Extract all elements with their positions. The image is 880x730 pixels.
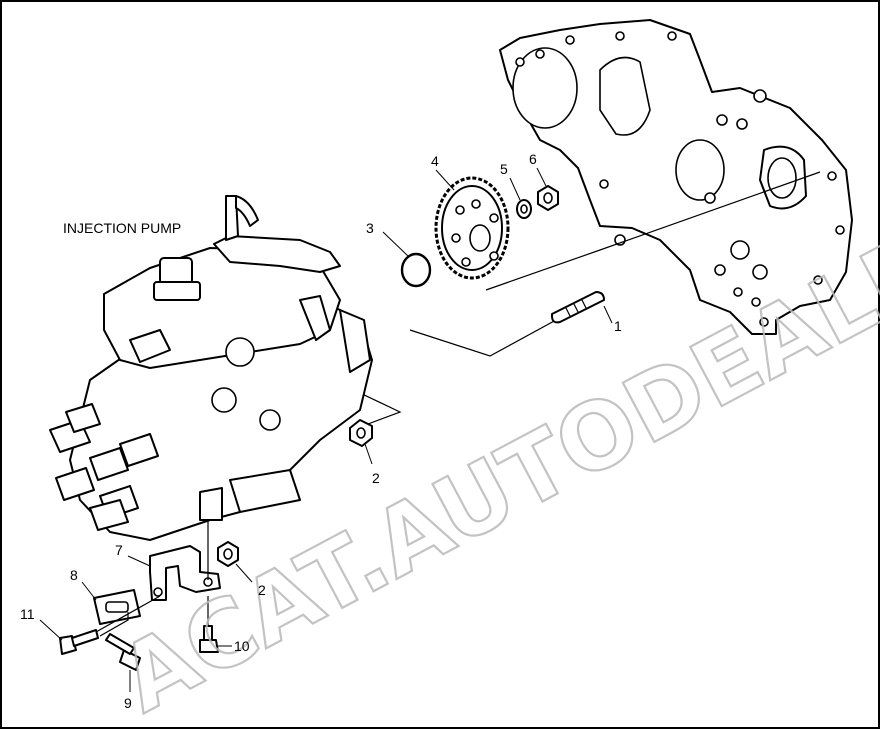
bolt-part-9	[105, 633, 141, 671]
callout-4: 4	[431, 153, 439, 169]
callout-9: 9	[124, 695, 132, 711]
bolt-part-11	[59, 629, 99, 655]
callouts: 1 2 2 3 4 5 6 7 8 9 10 11	[20, 151, 622, 711]
assembly-axis-line	[485, 171, 821, 291]
callout-8: 8	[70, 567, 78, 583]
callout-5: 5	[500, 161, 508, 177]
delivery-valve-fittings	[49, 403, 159, 531]
drive-gear-part-4	[434, 176, 510, 280]
callout-1: 1	[614, 318, 622, 334]
callout-7: 7	[115, 542, 123, 558]
callout-2-lower: 2	[258, 582, 266, 598]
nut-part-2-upper	[349, 419, 373, 447]
callout-6: 6	[529, 151, 537, 167]
gear-case-plate	[499, 19, 853, 335]
plate-part-8	[93, 589, 141, 625]
nut-part-6	[537, 185, 559, 211]
stud-part-1	[551, 291, 605, 324]
callout-leaders	[39, 167, 613, 692]
bracket-part-7	[149, 545, 221, 601]
washer-part-5	[516, 199, 532, 219]
injection-pump-body	[49, 195, 373, 541]
bolt-part-10	[199, 625, 219, 653]
callout-3: 3	[366, 220, 374, 236]
callout-10: 10	[234, 638, 250, 654]
bracket-axis-lines	[95, 520, 209, 637]
nut-part-2-lower	[217, 541, 239, 567]
injection-pump-title: INJECTION PUMP	[63, 220, 181, 236]
callout-2-upper: 2	[372, 470, 380, 486]
o-ring-part-3	[400, 252, 432, 288]
callout-11: 11	[20, 606, 35, 622]
